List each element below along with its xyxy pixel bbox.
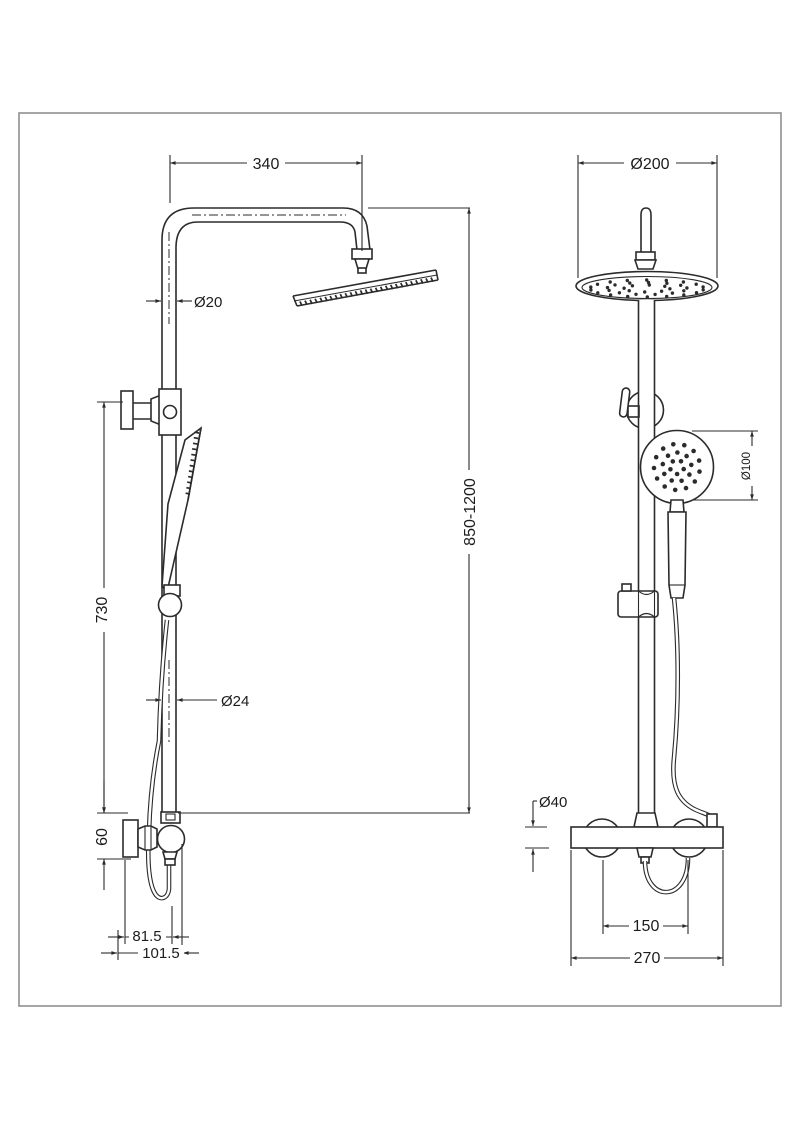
shower-arm-front bbox=[633, 207, 658, 270]
dim-valve-body-diameter-label: Ø40 bbox=[539, 794, 567, 811]
overhead-nozzle-dots bbox=[589, 278, 705, 299]
dim-riser-lower-diameter-label: Ø24 bbox=[221, 693, 249, 710]
overhead-shower-front bbox=[575, 270, 719, 302]
front-view: Ø200 Ø100 Ø40 150 bbox=[525, 154, 758, 967]
dim-arm-reach: 340 bbox=[169, 154, 363, 251]
handshower-nozzle-dots bbox=[651, 442, 702, 493]
dim-riser-upper-diameter-label: Ø20 bbox=[194, 294, 222, 311]
dim-valve-body-height: 60 bbox=[92, 781, 131, 890]
dim-head-diameter: Ø200 bbox=[577, 154, 718, 278]
dim-wall-to-hose-offset: 81.5 bbox=[108, 860, 189, 945]
dim-valve-width-label: 270 bbox=[634, 950, 661, 967]
drawing-frame bbox=[18, 112, 782, 1007]
dim-adjustable-height: 850-1200 bbox=[178, 207, 479, 814]
handshower-nozzle-hatch-side bbox=[185, 431, 200, 495]
dim-head-diameter-label: Ø200 bbox=[630, 156, 669, 173]
dim-valve-body-diameter: Ø40 bbox=[525, 794, 567, 872]
arm-connector-nut bbox=[351, 248, 373, 274]
diverter-lever-hub bbox=[627, 405, 640, 418]
dim-valve-width: 270 bbox=[570, 850, 724, 967]
left-side-view: 340 Ø20 850-1200 730 bbox=[92, 154, 479, 962]
dim-valve-body-height-label: 60 bbox=[94, 828, 111, 846]
dim-wall-to-outer-offset-label: 101.5 bbox=[142, 945, 180, 962]
shower-hose-front bbox=[671, 597, 714, 819]
dim-wall-to-outer-offset: 101.5 bbox=[101, 844, 199, 962]
dim-bracket-to-valve: 730 bbox=[92, 401, 128, 814]
overhead-shower-side bbox=[292, 269, 439, 307]
dim-adjustable-height-label: 850-1200 bbox=[462, 478, 479, 546]
handshower-side bbox=[161, 426, 203, 594]
shower-hose-side bbox=[145, 619, 172, 901]
dim-wall-to-hose-offset-label: 81.5 bbox=[132, 928, 161, 945]
dim-riser-lower-diameter: Ø24 bbox=[146, 693, 249, 710]
wall-bracket bbox=[120, 388, 182, 436]
slider-clamp-front bbox=[617, 583, 659, 618]
dim-handshower-diameter-label: Ø100 bbox=[741, 452, 753, 480]
dim-inlet-centres-label: 150 bbox=[633, 918, 660, 935]
centerlines bbox=[168, 214, 346, 744]
thermostatic-valve-front bbox=[570, 812, 724, 864]
hose-loop-front bbox=[642, 857, 691, 895]
dim-handshower-diameter: Ø100 bbox=[692, 430, 758, 501]
hose-inlet-nub bbox=[706, 813, 718, 828]
dim-bracket-to-valve-label: 730 bbox=[94, 597, 111, 624]
handshower-front bbox=[639, 429, 715, 599]
dim-arm-reach-label: 340 bbox=[253, 156, 280, 173]
mixer-valve-side bbox=[122, 811, 186, 866]
riser-pipe-front bbox=[618, 300, 656, 813]
dim-inlet-centres: 150 bbox=[602, 860, 689, 935]
dim-riser-upper-diameter: Ø20 bbox=[146, 294, 222, 311]
diverter-lever bbox=[618, 387, 631, 418]
slider-ball bbox=[157, 584, 183, 618]
overhead-nozzle-hatch-side bbox=[299, 277, 434, 307]
